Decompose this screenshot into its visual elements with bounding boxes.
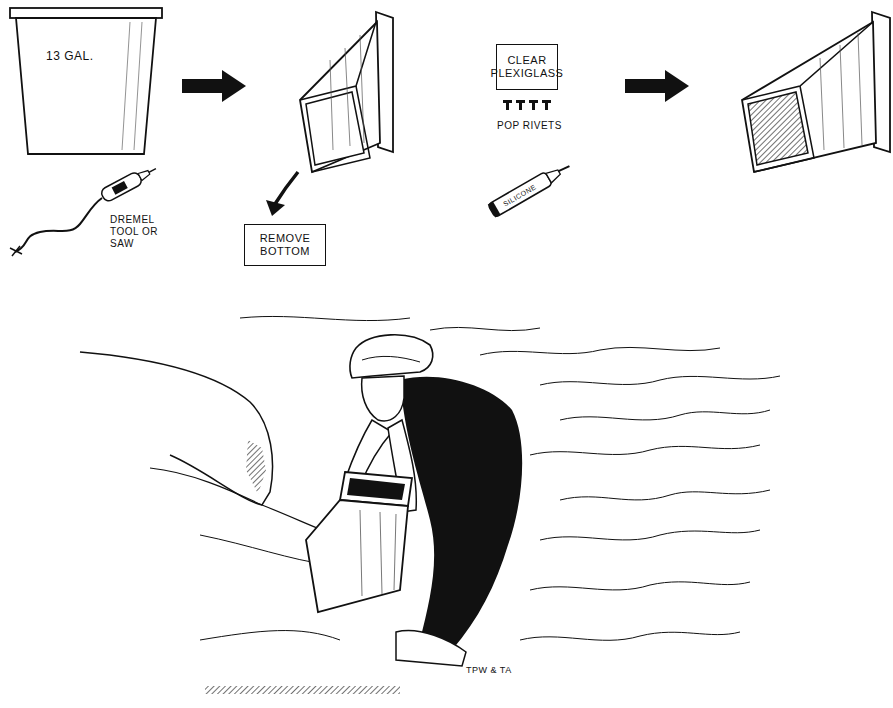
bucket-body <box>16 18 156 154</box>
rivet <box>529 100 538 110</box>
part-label: POP RIVETS <box>497 120 567 132</box>
rivet <box>503 100 512 110</box>
ripple <box>240 316 540 330</box>
ripple <box>530 445 760 455</box>
rock-shade <box>246 440 266 494</box>
part-label: DREMEL TOOL OR SAW <box>110 214 180 250</box>
tube-end <box>488 202 501 218</box>
shading <box>122 22 142 150</box>
box-label: REMOVE BOTTOM <box>245 230 325 260</box>
cut-bucket <box>300 12 393 172</box>
finished-viewer <box>742 12 890 172</box>
tool-bit <box>149 169 156 173</box>
arrow-head <box>266 200 285 216</box>
trash-can: 13 GAL. <box>10 8 162 156</box>
curved-arrow <box>275 172 298 204</box>
ripple <box>540 376 780 385</box>
ground-hatch <box>205 686 400 694</box>
tube-body <box>488 172 553 218</box>
viewer-opening <box>347 478 405 500</box>
tube-nozzle <box>546 167 562 183</box>
tool-grip <box>112 181 128 195</box>
tool-nose <box>138 169 151 181</box>
bucket-outline <box>10 8 162 156</box>
viewer-body <box>306 500 408 612</box>
tool-cord <box>15 198 102 252</box>
rivet <box>516 100 525 110</box>
ripple <box>560 490 770 500</box>
bucket-edge <box>300 22 376 100</box>
pop-rivets <box>503 100 551 110</box>
ripple <box>540 530 760 540</box>
shading <box>360 510 396 596</box>
open-bottom <box>306 92 364 165</box>
step-arrow <box>625 70 689 102</box>
bucket-edge <box>742 22 873 100</box>
cord-plug <box>10 246 22 256</box>
tube-tip <box>559 165 570 172</box>
rock-outline <box>80 352 273 505</box>
silicone-tube: SILICONE <box>484 160 574 220</box>
tool-body <box>100 171 144 203</box>
step-arrow <box>182 70 246 102</box>
dark-vest <box>400 377 522 650</box>
shading <box>820 33 862 150</box>
bucket-body <box>742 22 876 172</box>
dremel-tool <box>100 162 160 203</box>
cap-seam <box>362 356 420 362</box>
artist-signature: TPW & TA <box>466 664 546 676</box>
material-box: CLEAR PLEXIGLASS <box>496 44 558 90</box>
ripple <box>520 632 740 640</box>
cap <box>350 335 433 378</box>
ripple <box>530 582 750 590</box>
face <box>362 376 404 421</box>
bucket-body <box>300 22 380 172</box>
shading <box>330 35 364 150</box>
box-label: CLEAR PLEXIGLASS <box>489 52 566 82</box>
ripple <box>480 347 720 355</box>
note-box: REMOVE BOTTOM <box>244 224 326 266</box>
plexiglass-window <box>748 92 808 165</box>
boot <box>396 631 466 666</box>
tube-group <box>488 160 573 218</box>
shape-label: 13 GAL. <box>46 50 94 63</box>
rivet <box>542 100 551 110</box>
bucket-rim <box>10 8 162 18</box>
ripple <box>560 410 770 420</box>
viewer-in-use <box>306 472 412 612</box>
